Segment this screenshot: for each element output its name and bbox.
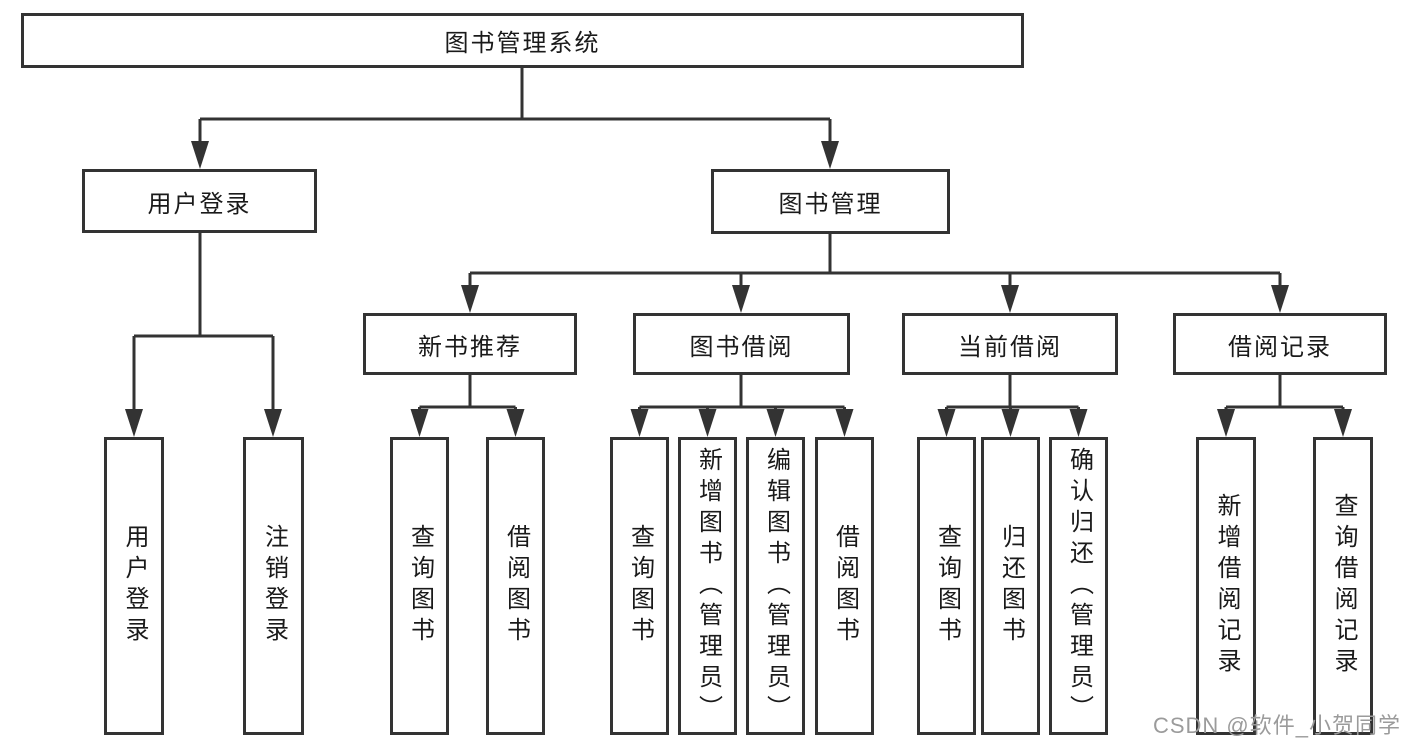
node-new-book-recommendation: 新书推荐 — [363, 313, 577, 375]
leaf-borrowing-query-books: 查询图书 — [610, 437, 669, 735]
node-current-borrowing: 当前借阅 — [902, 313, 1118, 375]
leaf-records-query-borrow-record: 查询借阅记录 — [1313, 437, 1373, 735]
leaf-current-query-books: 查询图书 — [917, 437, 976, 735]
leaf-label: 新增借阅记录 — [1213, 493, 1240, 679]
leaf-label: 用户登录 — [121, 524, 148, 648]
leaf-records-add-borrow-record: 新增借阅记录 — [1196, 437, 1256, 735]
leaf-label: 确认归还（管理员） — [1065, 446, 1093, 726]
leaf-recommend-borrow-books: 借阅图书 — [486, 437, 545, 735]
leaf-current-return-books: 归还图书 — [981, 437, 1040, 735]
leaf-borrowing-add-books-admin: 新增图书（管理员） — [678, 437, 737, 735]
leaf-logout: 注销登录 — [243, 437, 304, 735]
node-library-management-system: 图书管理系统 — [21, 13, 1024, 68]
leaf-label: 借阅图书 — [831, 524, 859, 648]
node-label: 用户登录 — [147, 190, 252, 218]
leaf-label: 查询图书 — [626, 524, 654, 648]
leaf-label: 查询图书 — [933, 524, 961, 648]
leaf-label: 新增图书（管理员） — [694, 446, 722, 726]
node-label: 图书管理系统 — [444, 30, 601, 57]
leaf-label: 借阅图书 — [502, 524, 530, 648]
node-label: 图书借阅 — [689, 333, 794, 361]
leaf-label: 查询图书 — [406, 524, 434, 648]
leaf-user-login: 用户登录 — [104, 437, 164, 735]
leaf-borrowing-borrow-books: 借阅图书 — [815, 437, 874, 735]
leaf-recommend-query-books: 查询图书 — [390, 437, 449, 735]
node-label: 借阅记录 — [1228, 333, 1332, 361]
node-user-login: 用户登录 — [82, 169, 317, 233]
node-book-borrowing: 图书借阅 — [633, 313, 850, 375]
node-label: 当前借阅 — [958, 333, 1062, 361]
csdn-watermark: CSDN @软件_小贺同学 — [1152, 713, 1401, 738]
leaf-current-confirm-return-admin: 确认归还（管理员） — [1049, 437, 1108, 735]
node-label: 图书管理 — [778, 191, 883, 218]
leaf-label: 编辑图书（管理员） — [762, 446, 790, 726]
leaf-label: 查询借阅记录 — [1330, 493, 1357, 679]
node-borrowing-records: 借阅记录 — [1173, 313, 1387, 375]
node-book-management: 图书管理 — [711, 169, 950, 234]
node-label: 新书推荐 — [418, 333, 522, 361]
leaf-label: 注销登录 — [260, 524, 288, 648]
leaf-borrowing-edit-books-admin: 编辑图书（管理员） — [746, 437, 805, 735]
leaf-label: 归还图书 — [997, 524, 1025, 648]
